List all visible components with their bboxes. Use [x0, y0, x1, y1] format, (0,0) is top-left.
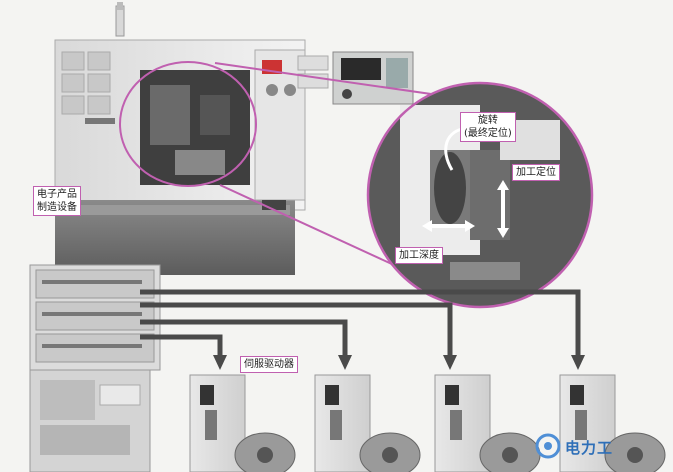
watermark-logo-icon — [535, 433, 561, 459]
control-wiring — [140, 289, 581, 358]
positioning-label: 加工定位 — [512, 164, 560, 181]
servo-drive-2 — [314, 374, 421, 472]
warning-light — [115, 2, 125, 37]
wiring-arrowheads — [213, 355, 585, 370]
servo-drive-3 — [434, 374, 541, 472]
cnc-lathe — [54, 39, 414, 275]
machine-label: 电子产品 制造设备 — [33, 186, 81, 216]
plc-controller — [29, 264, 161, 472]
servo-drive-label: 伺服驱动器 — [240, 356, 298, 373]
watermark-text: 电力工 — [565, 439, 614, 457]
servo-drive-4 — [559, 374, 666, 472]
depth-label: 加工深度 — [395, 247, 443, 264]
servo-drive-1 — [189, 374, 296, 472]
rotation-label: 旋转 (最终定位) — [460, 112, 516, 142]
